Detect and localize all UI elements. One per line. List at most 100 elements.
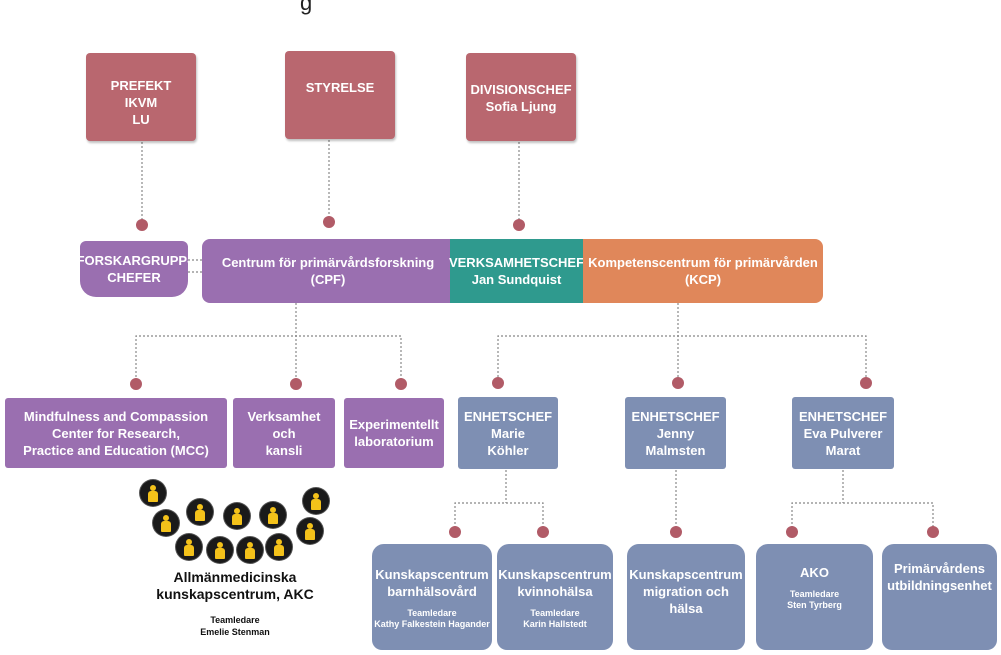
prefekt-line: IKVM: [124, 95, 158, 110]
prefekt-line: LU: [132, 112, 150, 127]
verksamhetschef-box: VERKSAMHETSCHEF Jan Sundquist: [448, 239, 585, 303]
enhetschef-name: Marie: [491, 425, 525, 441]
styrelse-label: STYRELSE: [305, 80, 375, 95]
connector-dot: [927, 526, 939, 538]
cpf-abbr: (CPF): [310, 272, 346, 287]
connector-dot: [670, 526, 682, 538]
connector-dot: [449, 526, 461, 538]
akc-title-line: Allmänmedicinska: [173, 569, 297, 585]
enhetschef-box: ENHETSCHEF Jenny Malmsten: [625, 397, 726, 469]
akc-lead-label: Teamledare: [210, 615, 260, 625]
lab-line: laboratorium: [354, 434, 434, 449]
akc-lead-name: Emelie Stenman: [200, 627, 270, 637]
kansli-line: och: [272, 425, 296, 441]
person-icon: [303, 488, 329, 514]
connector-dot: [290, 378, 302, 390]
kcp-abbr: (KCP): [684, 272, 722, 287]
connector-dot: [130, 378, 142, 390]
connector-dot: [786, 526, 798, 538]
centre-title: barnhälsovård: [387, 584, 477, 599]
utbildningsenhet-centre: Primärvårdens utbildningsenhet: [882, 544, 997, 650]
kvinnohalsa-centre: Kunskapscentrum kvinnohälsa Teamledare K…: [497, 544, 613, 650]
enhetschef-name: Marat: [825, 442, 861, 458]
styrelse-box: STYRELSE: [285, 51, 395, 139]
kcp-box: Kompetenscentrum för primärvården (KCP): [583, 239, 823, 303]
person-icon: [237, 537, 263, 563]
cpf-box: Centrum för primärvårdsforskning (CPF): [202, 239, 454, 303]
centre-title: migration och: [643, 584, 729, 599]
person-icon: [187, 499, 213, 525]
enhetschef-title: ENHETSCHEF: [798, 408, 888, 424]
centre-lead: Teamledare Sten Tyrberg: [787, 589, 842, 611]
person-icon: [266, 534, 292, 560]
enhetschef-box: ENHETSCHEF Marie Köhler: [458, 397, 558, 469]
connector-dot: [513, 219, 525, 231]
centre-title: Kunskapscentrum: [629, 567, 743, 582]
centre-lead-name: Sten Tyrberg: [787, 600, 842, 610]
cpf-title: Centrum för primärvårdsforskning: [221, 255, 435, 270]
kcp-title: Kompetenscentrum för primärvården: [588, 255, 818, 270]
akc-teamleader: Teamledare Emelie Stenman: [130, 614, 340, 638]
centre-lead-label: Teamledare: [789, 589, 840, 599]
mcc-line: Mindfulness and Compassion: [23, 408, 209, 424]
mcc-line: Center for Research,: [52, 425, 180, 441]
centre-title: Kunskapscentrum: [498, 567, 612, 582]
verksamhetschef-title: VERKSAMHETSCHEF: [448, 255, 585, 270]
divisionschef-name: Sofia Ljung: [485, 99, 557, 114]
forskargrupp-line: CHEFER: [107, 270, 161, 285]
enhetschef-name: Eva Pulverer: [803, 425, 883, 441]
enhetschef-name: Köhler: [487, 442, 529, 458]
divisionschef-box: DIVISIONSCHEF Sofia Ljung: [466, 53, 576, 141]
centre-lead: Teamledare Kathy Falkestein Hagander: [374, 608, 490, 630]
centre-title: AKO: [800, 565, 829, 580]
connector-dot: [323, 216, 335, 228]
person-icon: [224, 503, 250, 529]
centre-lead-name: Karin Hallstedt: [523, 619, 587, 629]
mcc-line: Practice and Education (MCC): [23, 442, 209, 458]
akc-title: Allmänmedicinska kunskapscentrum, AKC: [130, 569, 340, 603]
centre-title: Primärvårdens: [893, 561, 986, 576]
prefekt-line: PREFEKT: [110, 78, 172, 93]
prefekt-box: PREFEKT IKVM LU: [86, 53, 196, 141]
centre-title: hälsa: [669, 601, 703, 616]
akc-title-line: kunskapscentrum, AKC: [156, 586, 314, 602]
connector-dot: [860, 377, 872, 389]
header-fragment: g: [300, 0, 313, 15]
mcc-box: Mindfulness and Compassion Center for Re…: [5, 398, 227, 468]
connector-dot: [537, 526, 549, 538]
centre-lead-label: Teamledare: [530, 608, 580, 618]
barnhalsovard-centre: Kunskapscentrum barnhälsovård Teamledare…: [372, 544, 492, 650]
centre-lead: Teamledare Karin Hallstedt: [523, 608, 587, 630]
person-icon: [260, 502, 286, 528]
person-icon: [153, 510, 179, 536]
person-icon: [207, 537, 233, 563]
centre-title: utbildningsenhet: [887, 578, 992, 593]
enhetschef-title: ENHETSCHEF: [631, 408, 720, 424]
enhetschef-name: Jenny: [656, 425, 695, 441]
person-icon: [176, 534, 202, 560]
kansli-box: Verksamhet och kansli: [233, 398, 335, 468]
connector-dot: [136, 219, 148, 231]
centre-title: kvinnohälsa: [517, 584, 593, 599]
enhetschef-name: Malmsten: [645, 442, 706, 458]
lab-box: Experimentellt laboratorium: [344, 398, 444, 468]
centre-lead-label: Teamledare: [407, 608, 457, 618]
person-icon: [140, 480, 166, 506]
centre-title: Kunskapscentrum: [375, 567, 489, 582]
migration-centre: Kunskapscentrum migration och hälsa: [627, 544, 745, 650]
ako-centre: AKO Teamledare Sten Tyrberg: [756, 544, 873, 650]
connector-dot: [672, 377, 684, 389]
kansli-line: Verksamhet: [247, 408, 321, 424]
forskargrupp-line: FORSKARGRUPP-: [76, 253, 192, 268]
connector-dot: [395, 378, 407, 390]
lab-line: Experimentellt: [349, 417, 439, 432]
enhetschef-title: ENHETSCHEF: [463, 408, 553, 424]
verksamhetschef-name: Jan Sundquist: [471, 272, 562, 287]
connector-dot: [492, 377, 504, 389]
forskargrupp-box: FORSKARGRUPP- CHEFER: [77, 241, 191, 297]
centre-lead-name: Kathy Falkestein Hagander: [374, 619, 490, 629]
enhetschef-box: ENHETSCHEF Eva Pulverer Marat: [792, 397, 894, 469]
divisionschef-title: DIVISIONSCHEF: [470, 82, 572, 97]
person-icon: [297, 518, 323, 544]
